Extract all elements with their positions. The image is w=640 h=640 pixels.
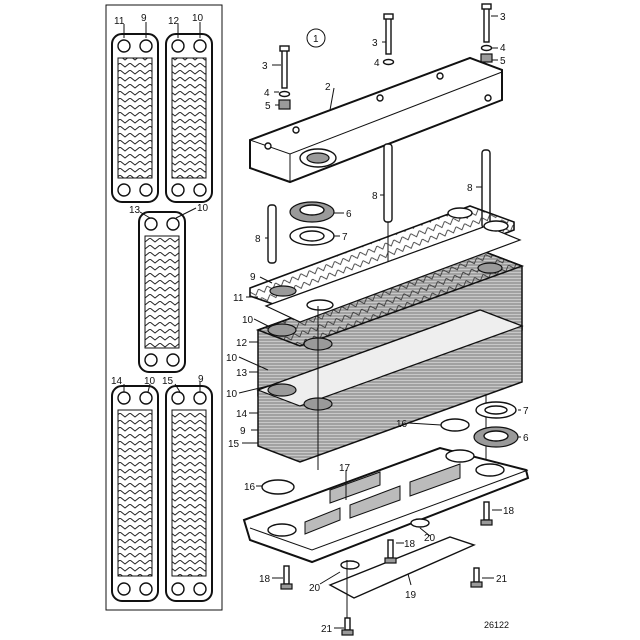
callout-label: 3: [500, 12, 506, 23]
callout-label: 20: [424, 533, 436, 544]
callout-label: 17: [339, 463, 351, 474]
callout-label: 5: [265, 101, 271, 112]
callout-label: 16: [244, 482, 256, 493]
callout-label: 10: [226, 353, 238, 364]
top-bolts: [278, 3, 493, 110]
callout-label: 21: [496, 574, 508, 585]
callout-label: 6: [346, 209, 352, 220]
plate-12: [165, 33, 213, 203]
leader-lines: [238, 15, 521, 629]
callout-label: 18: [503, 506, 515, 517]
top-cover-plate: [249, 56, 503, 184]
port-seals: [261, 201, 519, 495]
callout-label: 8: [467, 183, 473, 194]
callout-label: 7: [342, 232, 348, 243]
callout-label: 4: [264, 88, 270, 99]
callout-label: 15: [228, 439, 240, 450]
callout-label: 20: [309, 583, 321, 594]
callout-label: 4: [374, 58, 380, 69]
callout-label: 2: [325, 82, 331, 93]
panel-label: 9: [198, 374, 204, 385]
bottom-plate: [328, 518, 476, 599]
plate-stack: [249, 205, 525, 470]
panel-frame: [105, 4, 223, 611]
callout-label: 4: [500, 43, 506, 54]
plate-14: [111, 385, 159, 602]
callout-label: 18: [259, 574, 271, 585]
callout-label: 8: [255, 234, 261, 245]
plate-11-12: [111, 33, 159, 203]
callout-label: 9: [240, 426, 246, 437]
callout-label: 7: [523, 406, 529, 417]
panel-label: 12: [168, 16, 180, 27]
panel-label: 9: [141, 13, 147, 24]
callout-label: 14: [236, 409, 248, 420]
callout-label: 3: [372, 38, 378, 49]
callout-label: 21: [321, 624, 333, 635]
callout-label: 9: [250, 272, 256, 283]
panel-label: 14: [111, 376, 123, 387]
plate-variants-panel: 11 9 12 10 13 10 14 10 15 9: [105, 4, 223, 611]
plate-13: [138, 211, 186, 373]
callout-label: 3: [262, 61, 268, 72]
panel-label: 11: [114, 16, 125, 27]
callout-label: 11: [233, 293, 244, 304]
panel-label: 13: [129, 205, 141, 216]
bottom-frame: [242, 446, 530, 564]
callout-label: 8: [372, 191, 378, 202]
callout-label: 18: [404, 539, 416, 550]
panel-label: 10: [144, 376, 156, 387]
callout-label: 5: [500, 56, 506, 67]
callout-label: 10: [226, 389, 238, 400]
panel-label: 10: [192, 13, 204, 24]
panel-label: 10: [197, 203, 209, 214]
figure-callout-circle: [306, 28, 326, 48]
figure-callout-number: 1: [313, 34, 319, 45]
callout-labels: 3 4 5 2 3 4 3 4 5 6 7 8 8 8 9 11 10 12 1…: [226, 12, 529, 635]
callout-label: 19: [405, 590, 417, 601]
drawing-number: 26122: [484, 620, 509, 630]
panel-label: 15: [162, 376, 174, 387]
callout-label: 16: [396, 419, 408, 430]
plate-15: [165, 385, 213, 602]
bottom-bolts: [280, 501, 493, 636]
callout-label: 12: [236, 338, 248, 349]
callout-label: 6: [523, 433, 529, 444]
callout-label: 13: [236, 368, 248, 379]
callout-label: 10: [242, 315, 254, 326]
